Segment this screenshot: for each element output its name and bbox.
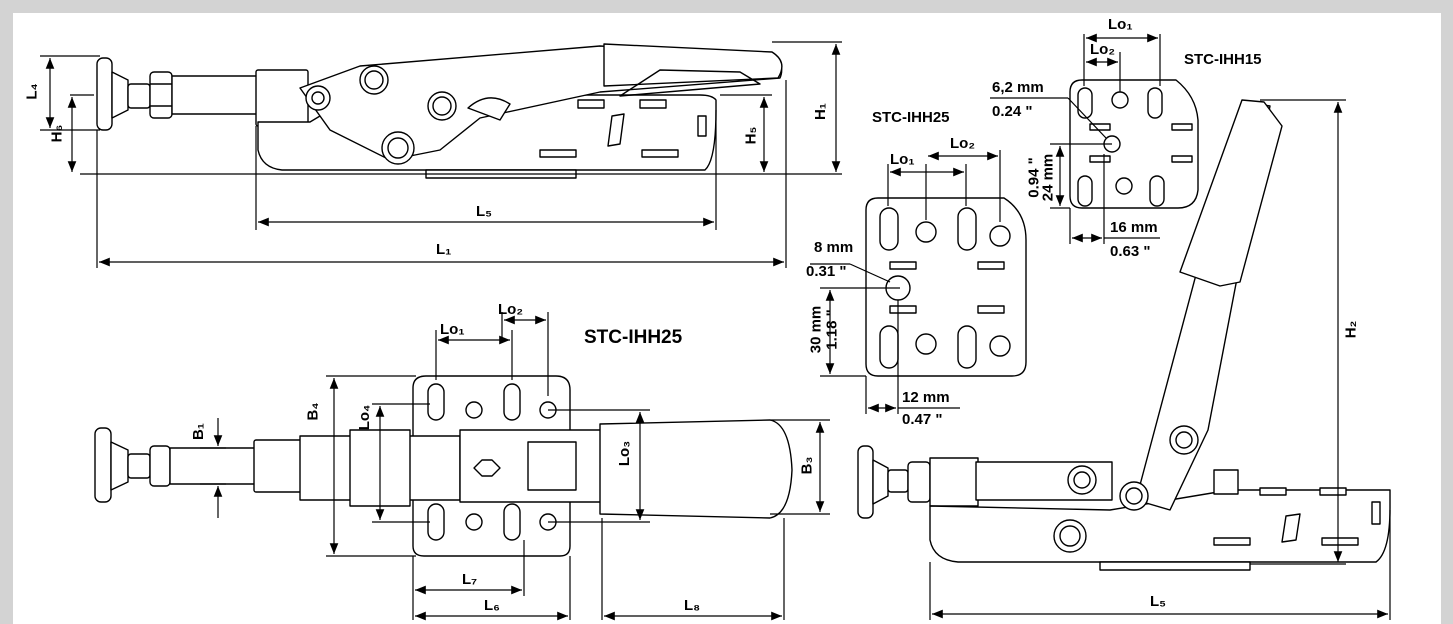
handle-grip (1179, 99, 1283, 287)
handle-grip (599, 419, 793, 519)
dim-l4: L₄ (23, 83, 41, 100)
knob-disc (94, 427, 112, 503)
dim-h5: H₅ (742, 126, 760, 145)
plate-stc-ihh15 (1069, 79, 1199, 209)
dim-l6: L₆ (484, 597, 500, 614)
hex-nut (473, 459, 501, 477)
dim-b1: B₁ (190, 422, 208, 441)
bushing (255, 69, 309, 127)
dim-lo1-mid: Lo₁ (890, 151, 915, 168)
meas-16mm: 16 mm (1110, 219, 1158, 236)
title-right-plate: STC-IHH15 (1184, 51, 1262, 68)
dim-lo2-mid: Lo₂ (950, 135, 975, 152)
dim-lo1-center: Lo₁ (440, 321, 465, 338)
dim-b3: B₃ (798, 456, 816, 475)
base-body (929, 489, 1391, 563)
dim-l5-top: L₅ (476, 203, 493, 220)
knob-disc (857, 445, 874, 519)
meas-8mm: 8 mm (814, 239, 854, 256)
dim-lo2-center: Lo₂ (498, 301, 523, 318)
dim-b4: B₄ (304, 402, 322, 421)
meas-094in: 0.94 " (1025, 157, 1043, 198)
meas-30mm: 30 mm (807, 305, 825, 354)
bushing (253, 439, 303, 493)
dim-lo1-right: Lo₁ (1108, 16, 1133, 33)
plunger-rod (171, 75, 259, 115)
handle-grip (603, 43, 783, 87)
knob-neck (111, 71, 129, 119)
dim-h2: H₂ (1342, 320, 1360, 339)
side-view-top (96, 43, 783, 179)
dim-l5-right: L₅ (1150, 593, 1167, 610)
hex-nut (149, 71, 173, 119)
meas-031in: 0.31 " (806, 263, 847, 280)
title-mid-plate: STC-IHH25 (872, 109, 950, 126)
dim-l8: L₈ (684, 597, 701, 614)
top-view-center (94, 375, 793, 557)
dim-h6: H₆ (48, 124, 66, 143)
meas-118in: 1.18 " (823, 309, 841, 350)
title-center: STC-IHH25 (584, 327, 683, 348)
meas-024in: 0.24 " (992, 103, 1033, 120)
meas-047in: 0.47 " (902, 411, 943, 428)
dimension-lines (40, 33, 1391, 621)
dim-h1: H₁ (812, 102, 830, 121)
dim-l7: L₇ (462, 571, 478, 588)
meas-063in: 0.63 " (1110, 243, 1151, 260)
plunger-rod (169, 447, 257, 485)
knob-disc (96, 57, 113, 131)
plate-stc-ihh25 (865, 197, 1027, 377)
dim-lo4: Lo₄ (356, 404, 374, 431)
dim-lo2-right: Lo₂ (1090, 41, 1115, 58)
meas-62mm: 6,2 mm (992, 79, 1044, 96)
dim-lo3: Lo₃ (616, 440, 634, 467)
side-view-open (857, 99, 1391, 571)
dim-l1: L₁ (436, 241, 452, 258)
meas-12mm: 12 mm (902, 389, 950, 406)
